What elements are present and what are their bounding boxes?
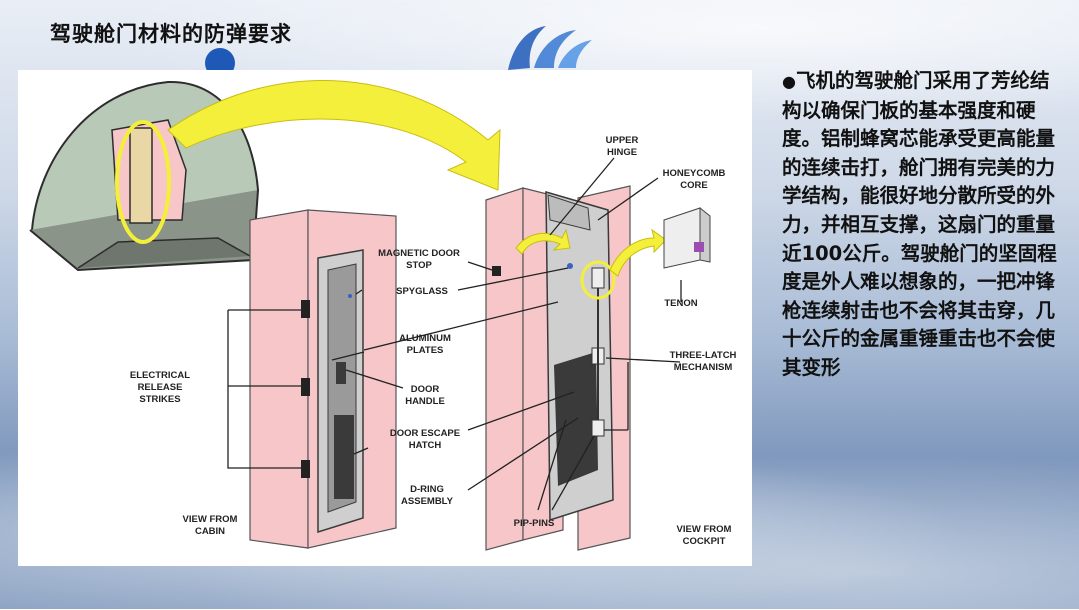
transition-arrow [167, 80, 501, 191]
label-view-from-cockpit: VIEW FROM [677, 524, 732, 535]
svg-text:HATCH: HATCH [409, 440, 442, 451]
label-d-ring-assembly: D-RING [410, 484, 444, 495]
slide-title: 驾驶舱门材料的防弹要求 [50, 22, 292, 46]
svg-text:PLATES: PLATES [407, 345, 444, 356]
diagram-labels: UPPER HINGE HONEYCOMB CORE MAGNETIC DOOR… [130, 135, 737, 547]
label-tenon: TENON [664, 298, 697, 309]
svg-text:HANDLE: HANDLE [405, 396, 445, 407]
label-spyglass: SPYGLASS [396, 286, 448, 297]
label-door-handle: DOOR [411, 384, 440, 395]
label-electrical-release-strikes: ELECTRICAL [130, 370, 190, 381]
cockpit-door-diagram: UPPER HINGE HONEYCOMB CORE MAGNETIC DOOR… [18, 70, 752, 566]
svg-text:CORE: CORE [680, 180, 707, 191]
label-pip-pins: PIP-PINS [514, 518, 555, 529]
svg-text:STOP: STOP [406, 260, 432, 271]
svg-text:COCKPIT: COCKPIT [683, 536, 726, 547]
label-magnetic-door-stop: MAGNETIC DOOR [378, 248, 460, 259]
cabin-view-door [249, 209, 397, 549]
svg-text:CABIN: CABIN [195, 526, 225, 537]
svg-text:RELEASE: RELEASE [138, 382, 183, 393]
label-view-from-cabin: VIEW FROM [183, 514, 238, 525]
svg-text:HINGE: HINGE [607, 147, 637, 158]
svg-text:STRIKES: STRIKES [139, 394, 180, 405]
tenon-inset [663, 206, 711, 269]
leader-lines [227, 157, 682, 511]
svg-text:MECHANISM: MECHANISM [674, 362, 733, 373]
slide-body-text: ●飞机的驾驶舱门采用了芳纶结构以确保门板的基本强度和硬度。铝制蜂窝芯能承受更高能… [782, 67, 1062, 383]
label-upper-hinge: UPPER [606, 135, 639, 146]
bullet-icon: ● [782, 72, 796, 91]
label-three-latch-mechanism: THREE-LATCH [670, 350, 737, 361]
label-door-escape-hatch: DOOR ESCAPE [390, 428, 460, 439]
body-paragraph: 飞机的驾驶舱门采用了芳纶结构以确保门板的基本强度和硬度。铝制蜂窝芯能承受更高能量… [782, 69, 1057, 379]
label-aluminum-plates: ALUMINUM [399, 333, 451, 344]
cockpit-view-door [485, 185, 667, 551]
svg-text:ASSEMBLY: ASSEMBLY [401, 496, 454, 507]
wing-logo-icon [508, 26, 592, 70]
label-honeycomb-core: HONEYCOMB [663, 168, 726, 179]
